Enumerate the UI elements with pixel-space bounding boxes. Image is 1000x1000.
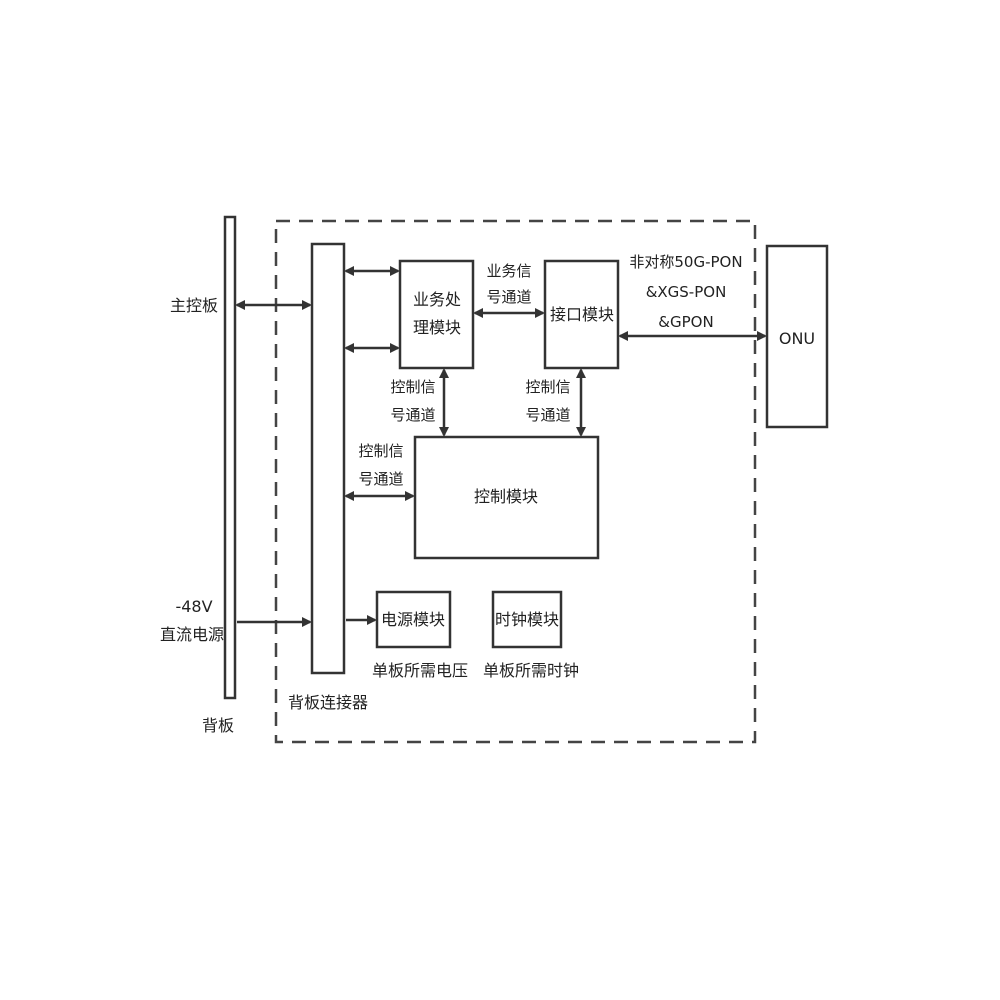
main-board-label: 主控板: [170, 296, 218, 315]
backplane-connector-label: 背板连接器: [288, 693, 368, 712]
pon-label-3: &GPON: [658, 313, 713, 331]
power-module-note: 单板所需电压: [372, 661, 468, 680]
service-module-label-2: 理模块: [413, 318, 461, 337]
power-input-label-2: 直流电源: [160, 625, 224, 644]
control-module-box: [413, 435, 600, 560]
power-module-box: [375, 590, 452, 649]
power-module-label: 电源模块: [381, 610, 445, 629]
clock-module-box: [491, 590, 563, 649]
pon-label-2: &XGS-PON: [646, 283, 727, 301]
service-channel-label-1: 业务信: [486, 262, 531, 280]
onu-label: ONU: [779, 329, 815, 348]
onu-box: [765, 244, 829, 429]
interface-module-box: [543, 259, 620, 370]
backplane-bar: [223, 215, 237, 700]
service-channel-label-2: 号通道: [486, 288, 531, 306]
ctrl-channel-b-label-1: 控制信: [525, 378, 570, 396]
interface-module-label: 接口模块: [550, 305, 614, 324]
clock-module-note: 单板所需时钟: [483, 661, 579, 680]
clock-module-label: 时钟模块: [495, 610, 559, 629]
ctrl-channel-c-label-2: 号通道: [358, 470, 403, 488]
pon-label-1: 非对称50G-PON: [629, 253, 742, 271]
ctrl-channel-c-label-1: 控制信: [358, 442, 403, 460]
power-input-label-1: -48V: [175, 597, 212, 616]
service-module-box: [398, 259, 475, 370]
backplane-connector-bar: [310, 242, 346, 675]
service-module-label-1: 业务处: [413, 290, 461, 309]
ctrl-channel-a-label-1: 控制信: [390, 378, 435, 396]
ctrl-channel-a-label-2: 号通道: [390, 406, 435, 424]
board-boundary: [274, 219, 757, 744]
control-module-label: 控制模块: [474, 487, 538, 506]
backplane-label: 背板: [202, 716, 234, 735]
ctrl-channel-b-label-2: 号通道: [525, 406, 570, 424]
